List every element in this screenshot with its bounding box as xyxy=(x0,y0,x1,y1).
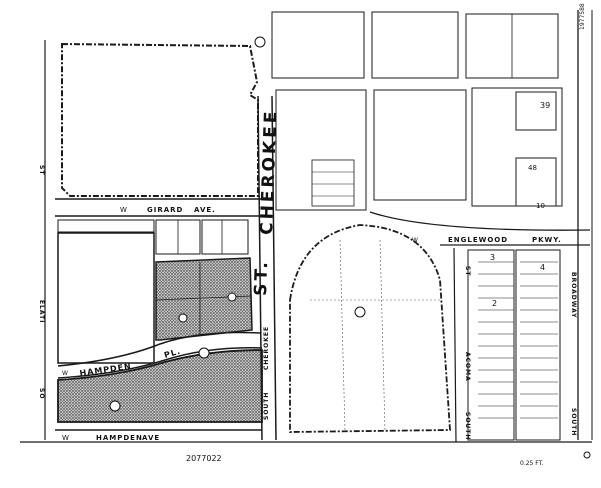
acoma-west-block xyxy=(467,249,515,441)
w-marker-3: W xyxy=(62,434,69,442)
parcel-4-label: 4 xyxy=(540,263,545,272)
parcel-3-label: 3 xyxy=(490,253,495,262)
stadium-internal-line xyxy=(339,239,346,431)
north-arrow-icon xyxy=(583,451,591,459)
hampden-place-road-north xyxy=(57,331,261,367)
acoma-st-label: ST xyxy=(464,266,471,276)
w-marker: W xyxy=(120,206,127,214)
top-block-2 xyxy=(371,11,459,79)
w-marker-2: W xyxy=(62,370,68,377)
englewood-label: ENGLEWOOD xyxy=(448,236,508,244)
south-acoma-label: SOUTH xyxy=(464,412,471,440)
stadium-internal-line xyxy=(379,239,386,431)
acoma-east-block xyxy=(515,249,561,441)
broadway-label: BROADWAY xyxy=(570,272,577,319)
parcel-marker xyxy=(109,400,121,412)
girard-label: GIRARD xyxy=(147,206,183,214)
parcel-marker xyxy=(178,313,188,323)
parcel-48-block xyxy=(515,157,557,207)
cherokee-st-label: ST. xyxy=(251,259,272,296)
block-small-2 xyxy=(201,219,249,255)
girard-suffix-label: AVE. xyxy=(194,206,216,214)
west-lot-top-strip xyxy=(57,219,155,233)
stadium-parcel xyxy=(289,224,451,433)
top-block-1 xyxy=(271,11,365,79)
hampden-ave-suffix-label: AVE xyxy=(142,434,160,442)
cherokee-street-west xyxy=(257,95,263,441)
mid-block-right xyxy=(373,89,467,201)
mid-block-left xyxy=(275,89,367,211)
scale-label: 0.25 FT. xyxy=(520,460,544,467)
parcel-48-label: 48 xyxy=(528,164,537,172)
parcel-marker xyxy=(354,306,366,318)
englewood-road-north xyxy=(369,211,591,231)
west-lot xyxy=(57,232,155,364)
parcel-marker xyxy=(254,36,266,48)
lot-lines xyxy=(478,261,558,419)
north-park-parcel xyxy=(61,42,259,197)
englewood-suffix-label: PKWY. xyxy=(532,236,562,244)
mid-block-grid xyxy=(311,159,355,207)
cherokee-street-east xyxy=(271,95,277,441)
hampden-ave-label: HAMPDEN xyxy=(96,434,143,442)
south-left-label: SOUTH xyxy=(263,392,270,420)
parcel-39-label: 39 xyxy=(540,101,550,110)
elati-label: ELATI xyxy=(38,300,45,323)
parcel-2-label: 2 xyxy=(492,299,497,308)
hampden-place-road-south xyxy=(57,347,263,379)
parcel-39-block xyxy=(515,91,557,131)
elati-so-label: SO xyxy=(38,388,45,399)
cherokee-vertical-label: CHEROKEE xyxy=(263,326,270,370)
parcel-marker xyxy=(227,292,237,302)
parcel-10-label: 10 xyxy=(536,202,545,210)
acoma-label: ACOMA xyxy=(464,352,471,382)
parcel-marker xyxy=(198,347,210,359)
acoma-road xyxy=(453,247,457,443)
shaded-parcel-south xyxy=(57,349,263,423)
w-marker-4: W xyxy=(412,237,418,244)
map-number: 2077022 xyxy=(186,454,222,463)
side-number: 1977588 xyxy=(579,3,586,30)
cherokee-big-label: CHEROKEE xyxy=(257,108,281,235)
south-broadway-label: SOUTH xyxy=(570,408,577,436)
elati-st-label: ST xyxy=(38,165,45,175)
